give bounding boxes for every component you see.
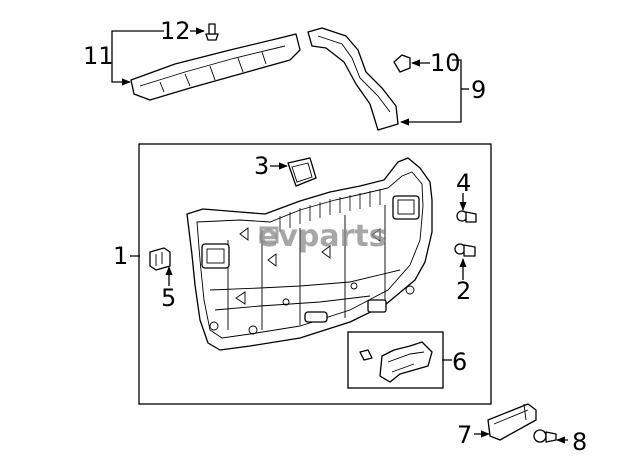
part-5-bracket (149, 247, 171, 271)
callout-12: 12 (160, 17, 191, 45)
part-10-clip (393, 54, 411, 73)
callout-4: 4 (456, 169, 471, 197)
callout-3: 3 (254, 152, 269, 180)
part-8-screw (533, 429, 557, 443)
watermark: evparts (258, 219, 387, 254)
callout-10: 10 (430, 49, 461, 77)
part-11-upper-trim (130, 33, 301, 101)
callout-8: 8 (572, 428, 587, 456)
part-12-clip (205, 23, 219, 41)
callout-9: 9 (471, 76, 486, 104)
assembly-frame (138, 143, 492, 405)
watermark-logo-icon (259, 226, 279, 244)
part-9-pillar-trim (307, 27, 399, 131)
liftgate-trim-panel (186, 157, 433, 351)
part-6-handle (359, 341, 433, 383)
part-7-trim-strip (487, 403, 537, 441)
callout-7: 7 (457, 421, 472, 449)
part-4-fastener (456, 210, 477, 223)
callout-11: 11 (83, 42, 114, 70)
callout-1: 1 (113, 242, 128, 270)
part-2-fastener (454, 243, 476, 257)
part-3-cover (287, 157, 317, 187)
callout-5: 5 (161, 284, 176, 312)
callout-6: 6 (452, 348, 467, 376)
callout-2: 2 (456, 277, 471, 305)
leader-lines (111, 27, 568, 444)
